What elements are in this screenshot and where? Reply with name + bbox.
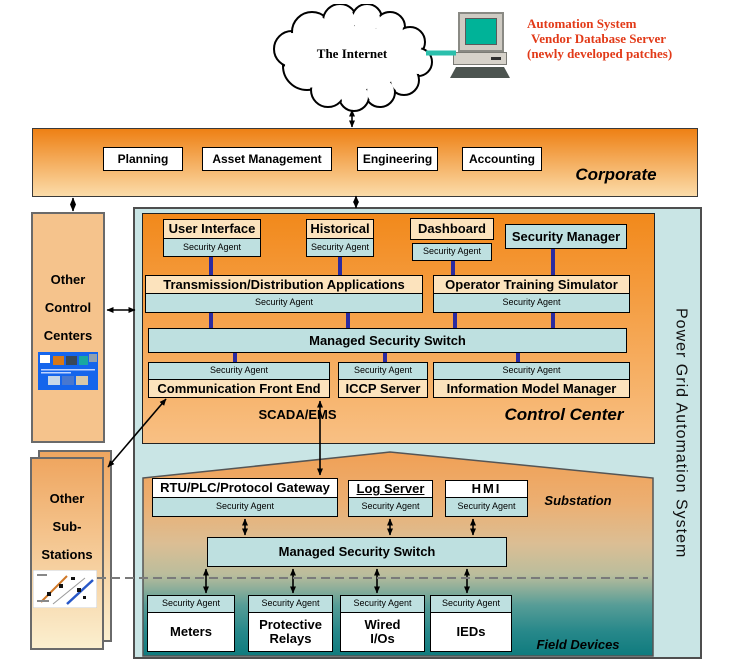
field-devices-label: Field Devices [536, 637, 620, 653]
link-td-switch-2 [346, 312, 350, 329]
other-substations-box: Other Sub- Stations [30, 457, 104, 650]
wired-ios-line1: Wired [364, 617, 401, 633]
control-center-label: Control Center [504, 405, 624, 425]
security-agent-badge: Security Agent [147, 595, 235, 613]
link-secmgr-ots [551, 249, 555, 276]
system-label: Power Grid Automation System [672, 307, 690, 559]
substation-oneline-thumbnail [33, 570, 97, 608]
historical-box: Historical [306, 219, 374, 239]
dashboard-box: Dashboard [410, 218, 494, 240]
link-switch-iccp [383, 352, 387, 363]
security-agent-badge: Security Agent [348, 497, 433, 517]
link-dashboard-ots [451, 261, 455, 276]
dept-box-accounting: Accounting [462, 147, 542, 171]
dept-box-asset-management: Asset Management [202, 147, 332, 171]
link-ots-switch-1 [453, 312, 457, 329]
information-model-manager-box: Information Model Manager [433, 379, 630, 398]
control-center-screenshot-thumbnail [38, 352, 98, 390]
security-agent-badge: Security Agent [433, 293, 630, 313]
meters-box: Meters [147, 612, 235, 652]
vendor-note-line2: Vendor Database Server [531, 31, 667, 46]
hmi-box: HMI [445, 480, 528, 498]
rtu-plc-gateway-box: RTU/PLC/Protocol Gateway [152, 478, 338, 498]
link-ots-switch-2 [551, 312, 555, 329]
communication-front-end-box: Communication Front End [148, 379, 330, 398]
security-agent-badge: Security Agent [430, 595, 512, 613]
ieds-box: IEDs [430, 612, 512, 652]
vendor-note-line3: (newly developed patches) [527, 46, 673, 61]
log-server-box: Log Server [348, 480, 433, 498]
other-control-centers-box: Other Control Centers [31, 212, 105, 443]
security-agent-badge: Security Agent [433, 362, 630, 380]
oss-line3: Stations [41, 547, 93, 562]
wired-ios-box: Wired I/Os [340, 612, 425, 652]
keyboard-icon [450, 67, 510, 78]
monitor-screen [465, 18, 497, 45]
security-agent-badge: Security Agent [145, 293, 423, 313]
system-unit-icon [453, 52, 507, 65]
occ-line2: Control [44, 300, 92, 315]
security-agent-badge: Security Agent [163, 238, 261, 257]
link-td-switch-1 [209, 312, 213, 329]
security-agent-badge: Security Agent [445, 497, 528, 517]
occ-line1: Other [50, 272, 86, 287]
internet-label: The Internet [316, 46, 388, 62]
operator-training-simulator-box: Operator Training Simulator [433, 275, 630, 294]
security-manager-box: Security Manager [505, 224, 627, 249]
security-agent-badge: Security Agent [306, 238, 374, 257]
internet-cloud [273, 4, 433, 112]
dept-box-planning: Planning [103, 147, 183, 171]
link-historical-td [338, 257, 342, 275]
protective-relays-line2: Relays [269, 631, 312, 646]
link-switch-imm [516, 352, 520, 363]
security-agent-badge: Security Agent [248, 595, 333, 613]
vendor-note-line1: Automation System [527, 16, 637, 31]
cc-managed-security-switch: Managed Security Switch [148, 328, 627, 353]
link-ui-td [209, 257, 213, 275]
user-interface-box: User Interface [163, 219, 261, 239]
td-applications-box: Transmission/Distribution Applications [145, 275, 423, 294]
wired-ios-line2: I/Os [370, 631, 395, 646]
corporate-label: Corporate [575, 165, 657, 185]
iccp-server-box: ICCP Server [338, 379, 428, 398]
link-switch-cfe [233, 352, 237, 363]
drive-slot [491, 57, 501, 60]
substation-managed-security-switch: Managed Security Switch [207, 537, 507, 567]
security-agent-badge: Security Agent [148, 362, 330, 380]
substation-label: Substation [544, 493, 612, 509]
oss-line2: Sub- [52, 519, 82, 534]
scada-ems-label: SCADA/EMS [258, 407, 337, 423]
dept-box-engineering: Engineering [357, 147, 438, 171]
occ-line3: Centers [43, 328, 93, 343]
security-agent-badge: Security Agent [152, 497, 338, 517]
protective-relays-box: Protective Relays [248, 612, 333, 652]
security-agent-badge: Security Agent [412, 243, 492, 261]
security-agent-badge: Security Agent [338, 362, 428, 380]
oss-line1: Other [49, 491, 85, 506]
vendor-server-icon [448, 10, 514, 80]
vendor-note: Automation System Vendor Database Server… [527, 16, 727, 61]
protective-relays-line1: Protective [259, 617, 322, 633]
security-agent-badge: Security Agent [340, 595, 425, 613]
